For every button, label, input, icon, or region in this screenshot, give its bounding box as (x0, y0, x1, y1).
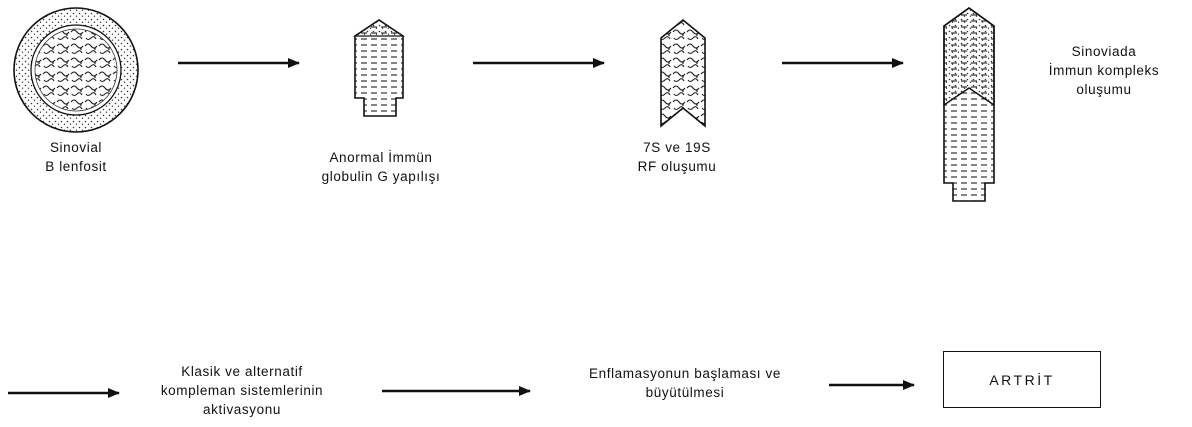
label-line: Sinoviada (1071, 44, 1137, 59)
step-label-b-cell: Sinovial B lenfosit (18, 138, 134, 176)
label-line: Enflamasyonun başlaması ve (589, 366, 781, 381)
label-line: Anormal İmmün (329, 150, 433, 165)
artrit-result-box: ARTRİT (943, 351, 1101, 408)
label-line: aktivasyonu (203, 402, 281, 417)
label-line: kompleman sistemlerinin (160, 383, 324, 398)
b-lymphocyte-cell-icon (13, 7, 139, 133)
label-line: Klasik ve alternatif (181, 364, 303, 379)
label-line: B lenfosit (45, 159, 107, 174)
label-line: RF oluşumu (637, 159, 717, 174)
step-label-complement: Klasik ve alternatif kompleman sistemler… (118, 362, 366, 419)
label-line: oluşumu (1076, 82, 1132, 97)
label-line: Sinovial (49, 140, 103, 155)
step-label-rf: 7S ve 19S RF oluşumu (612, 138, 742, 176)
label-line: büyütülmesi (645, 385, 725, 400)
rf-molecule-icon (660, 18, 706, 128)
abnormal-igg-icon (353, 19, 405, 117)
step-label-immune-complex: Sinoviada İmmun kompleks oluşumu (1036, 42, 1172, 99)
immune-complex-icon (943, 7, 995, 202)
step-label-abnormal-igg: Anormal İmmün globulin G yapılışı (296, 148, 466, 186)
label-line: globulin G yapılışı (321, 169, 441, 184)
step-label-inflammation: Enflamasyonun başlaması ve büyütülmesi (545, 364, 825, 402)
label-line: İmmun kompleks (1048, 63, 1160, 78)
label-line: 7S ve 19S (643, 140, 711, 155)
artrit-label: ARTRİT (989, 371, 1055, 388)
